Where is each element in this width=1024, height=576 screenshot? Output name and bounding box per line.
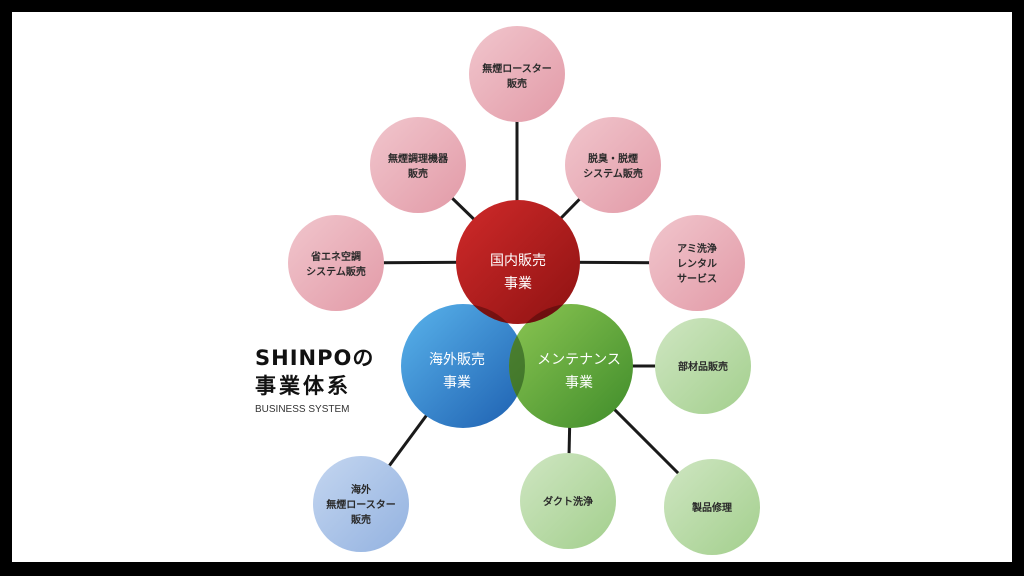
node-grill-net-rental: アミ洗浄 レンタル サービス — [649, 215, 745, 311]
node-label: 部材品販売 — [678, 360, 728, 373]
node-label: 脱臭・脱煙 — [588, 152, 638, 165]
overseas-circle — [401, 304, 525, 428]
node-overseas-roaster: 海外 無煙ロースター 販売 — [313, 456, 409, 552]
node-label: 製品修理 — [691, 501, 732, 514]
node-label: 省エネ空調 — [310, 250, 361, 263]
maintenance-label: 事業 — [565, 375, 593, 391]
node-label: システム販売 — [306, 265, 366, 278]
node-label: 販売 — [351, 513, 371, 526]
node-label: システム販売 — [583, 167, 643, 180]
node-parts-sales: 部材品販売 — [655, 318, 751, 414]
business-system-diagram: 無煙ロースター 販売 無煙調理機器 販売 脱臭・脱煙 システム販売 省エネ空調 … — [288, 26, 760, 555]
node-label: 無煙ロースター — [482, 62, 552, 75]
node-label: 販売 — [408, 167, 428, 180]
heading-subtitle: BUSINESS SYSTEM — [255, 404, 350, 415]
node-label: 無煙調理機器 — [388, 152, 449, 165]
node-product-repair: 製品修理 — [664, 459, 760, 555]
node-label: アミ洗浄 — [677, 242, 717, 255]
maintenance-label: メンテナンス — [537, 352, 621, 368]
node-energy-saving-ac: 省エネ空調 システム販売 — [288, 215, 384, 311]
overseas-label: 事業 — [443, 375, 471, 391]
node-label: 無煙ロースター — [326, 498, 396, 511]
domestic-circle — [456, 200, 580, 324]
node-label: 販売 — [507, 77, 527, 90]
node-label: サービス — [677, 272, 717, 285]
domestic-label: 国内販売 — [490, 253, 546, 269]
heading-title: 事業体系 — [255, 374, 351, 398]
core-circles — [401, 200, 633, 428]
node-label: 海外 — [351, 483, 371, 496]
node-deodorizing: 脱臭・脱煙 システム販売 — [565, 117, 661, 213]
node-smokeless-roaster: 無煙ロースター 販売 — [469, 26, 565, 122]
node-duct-cleaning: ダクト洗浄 — [520, 453, 616, 549]
maintenance-circle — [509, 304, 633, 428]
diagram-canvas: 無煙ロースター 販売 無煙調理機器 販売 脱臭・脱煙 システム販売 省エネ空調 … — [12, 12, 1012, 562]
domestic-label: 事業 — [504, 276, 532, 292]
node-smokeless-cooking: 無煙調理機器 販売 — [370, 117, 466, 213]
node-label: レンタル — [677, 258, 717, 270]
node-label: ダクト洗浄 — [543, 495, 593, 508]
overseas-label: 海外販売 — [429, 352, 485, 368]
heading-title: SHINPOの — [255, 346, 375, 370]
